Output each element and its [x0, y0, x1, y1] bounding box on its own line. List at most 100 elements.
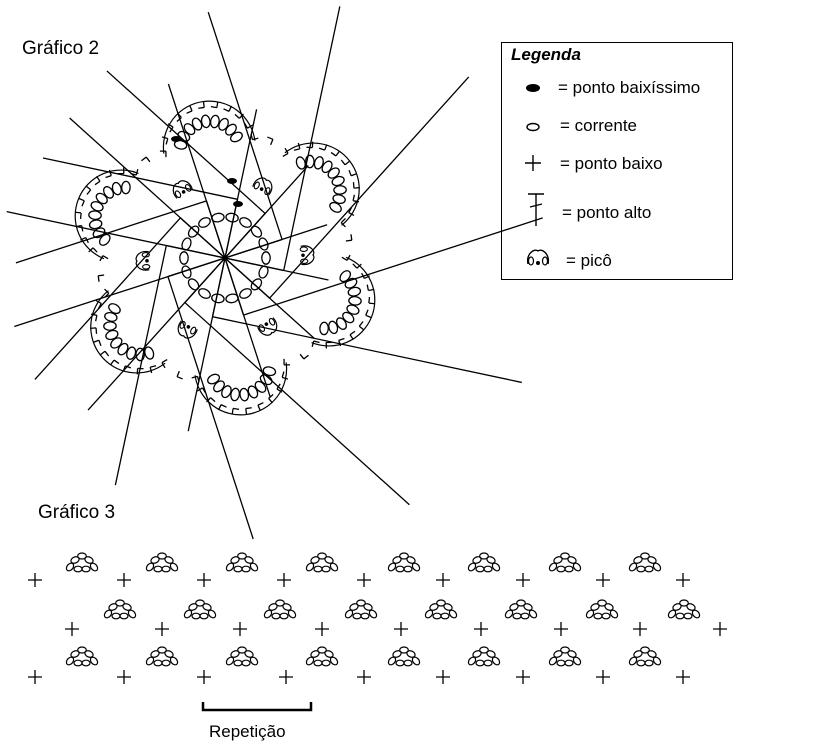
- oval-icon: [526, 122, 540, 132]
- graph-3-title: Gráfico 3: [38, 502, 116, 523]
- chain-stitch: [126, 346, 137, 360]
- chain-stitch: [198, 217, 211, 228]
- picot-chain-group: [628, 552, 662, 573]
- picot-chain-group: [344, 599, 378, 620]
- chain-stitch: [88, 210, 102, 221]
- legend-label: = ponto baixíssimo: [558, 78, 701, 97]
- chain-stitch: [347, 286, 362, 297]
- petal-arc: [194, 362, 288, 416]
- petal-arc: [74, 169, 139, 260]
- single-crochet-stitch: [279, 670, 293, 684]
- chain-stitch: [333, 185, 347, 195]
- petal-arc: [311, 256, 376, 347]
- single-crochet-stitch: [176, 370, 183, 380]
- chain-stitch: [200, 114, 211, 129]
- single-crochet-stitch: [676, 670, 690, 684]
- single-crochet-stitch: [88, 247, 98, 253]
- single-crochet-stitch: [299, 353, 309, 360]
- chain-stitch: [247, 385, 259, 399]
- single-crochet-stitch: [114, 244, 329, 486]
- chain-stitch: [110, 337, 123, 349]
- single-crochet-stitch: [596, 670, 610, 684]
- chain-stitch: [177, 130, 191, 142]
- single-crochet-stitch: [87, 70, 266, 411]
- single-crochet-stitch: [99, 350, 110, 357]
- petal: [311, 254, 376, 349]
- single-crochet-stitch: [245, 407, 252, 415]
- single-crochet-stitch: [358, 321, 365, 331]
- chain-stitch: [103, 186, 115, 199]
- single-crochet-stitch: [161, 136, 169, 145]
- picot-chain-group: [145, 552, 179, 573]
- picot-chain-group: [305, 646, 339, 667]
- chain-stitch: [105, 329, 119, 341]
- chain-stitch: [339, 270, 352, 283]
- single-crochet-stitch: [365, 309, 372, 319]
- repeat-label: Repetição: [209, 722, 286, 741]
- picot-chain-group: [424, 599, 458, 620]
- petal-arc: [162, 100, 256, 154]
- chain-stitch: [213, 380, 225, 393]
- chain-stitch: [239, 387, 250, 402]
- single-crochet-stitch: [130, 169, 139, 176]
- chain-stitch: [261, 251, 271, 265]
- petal: [74, 167, 139, 262]
- legend-label: = ponto baixo: [560, 154, 663, 173]
- chain-stitch: [173, 139, 188, 150]
- chain-stitch: [95, 192, 108, 205]
- single-crochet-stitch: [141, 156, 151, 163]
- chain-stitch: [104, 311, 118, 322]
- picot-chain-group: [387, 552, 421, 573]
- single-crochet-stitch: [97, 274, 105, 282]
- single-crochet-stitch: [14, 11, 283, 328]
- chain-stitch: [225, 123, 237, 136]
- chain-stitch: [346, 304, 360, 315]
- picot-chain-group: [628, 646, 662, 667]
- chain-stitch: [332, 194, 346, 205]
- petal: [191, 358, 291, 416]
- chain-stitch: [191, 117, 203, 131]
- single-crochet-stitch: [233, 622, 247, 636]
- single-crochet-stitch: [676, 573, 690, 587]
- legend-label: = picô: [566, 251, 612, 270]
- picot-stitch: [252, 177, 273, 196]
- picot-chain-group: [103, 599, 137, 620]
- chain-stitch: [327, 167, 340, 179]
- chain-stitch: [90, 201, 104, 212]
- single-crochet-stitch: [357, 573, 371, 587]
- chain-stitch: [319, 321, 329, 336]
- single-crochet-stitch: [28, 670, 42, 684]
- single-crochet-stitch: [78, 197, 85, 207]
- single-crochet-stitch: [348, 169, 358, 177]
- single-crochet-stitch: [110, 359, 120, 366]
- chain-stitch: [88, 219, 103, 230]
- chain-stitch: [207, 373, 221, 385]
- picot-chain-group: [387, 646, 421, 667]
- chain-stitch: [335, 317, 347, 330]
- picot-stitch: [177, 320, 198, 339]
- chain-stitch: [144, 346, 155, 360]
- single-crochet-stitch: [340, 217, 346, 228]
- picot-chain-group: [225, 552, 259, 573]
- single-crochet-stitch: [191, 375, 200, 383]
- chain-stitch: [179, 251, 189, 265]
- single-crochet-stitch: [516, 670, 530, 684]
- single-crochet-stitch: [197, 670, 211, 684]
- single-crochet-stitch: [596, 573, 610, 587]
- single-crochet-stitch: [281, 371, 289, 380]
- chain-stitch: [262, 366, 277, 377]
- single-crochet-stitch: [394, 622, 408, 636]
- graph-2-title: Gráfico 2: [22, 38, 100, 59]
- picot-icon: [526, 249, 550, 266]
- chain-stitch: [329, 201, 342, 213]
- single-crochet-stitch: [186, 105, 193, 114]
- chain-stitch: [348, 295, 362, 306]
- chain-stitch: [111, 181, 122, 196]
- chain-stitch: [321, 160, 333, 174]
- petal: [282, 141, 360, 228]
- picot-chain-group: [504, 599, 538, 620]
- single-crochet-stitch: [277, 573, 291, 587]
- chain-stitch: [121, 180, 131, 195]
- chain-stitch: [313, 156, 324, 170]
- chain-stitch: [198, 288, 211, 299]
